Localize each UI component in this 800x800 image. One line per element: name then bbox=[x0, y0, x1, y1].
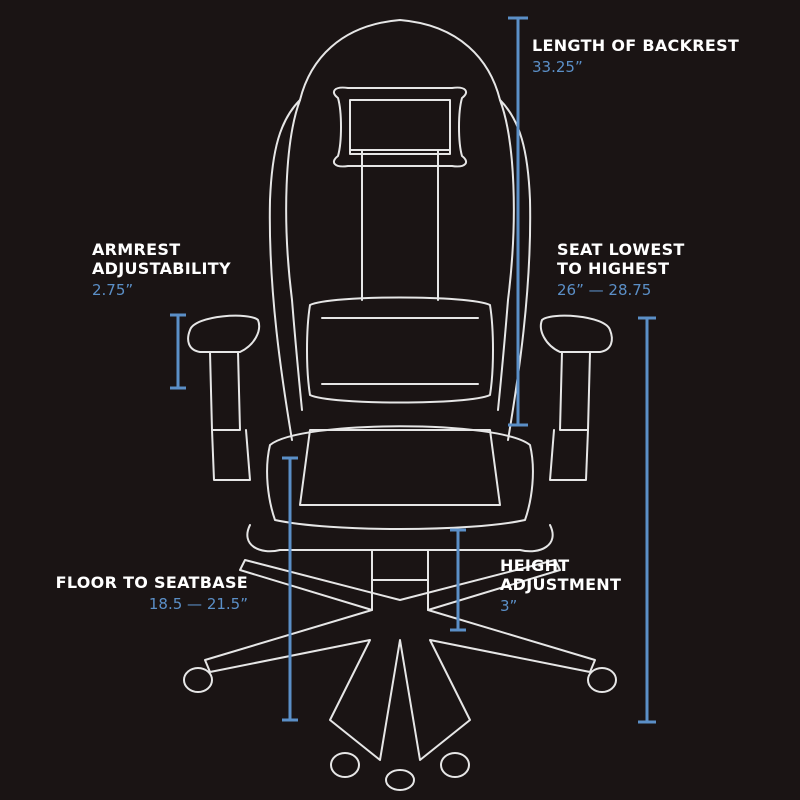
armrest-left-pad bbox=[187, 314, 260, 353]
height-adjustment-dimension-line bbox=[450, 528, 466, 632]
caster-right bbox=[587, 667, 617, 693]
backrest-title: LENGTH OF BACKREST bbox=[532, 36, 740, 55]
seat-range-value: 26” — 28.75 bbox=[557, 281, 652, 299]
gaming-chair-outline-icon bbox=[183, 19, 617, 791]
height-adjustment-value: 3” bbox=[500, 597, 518, 615]
wheelbase-star bbox=[204, 559, 596, 761]
height-adjustment-title-line2: ADJUSTMENT bbox=[500, 575, 622, 594]
armrest-title-line2: ADJUSTABILITY bbox=[92, 259, 231, 278]
armrest-right-pad bbox=[540, 314, 613, 353]
armrest-value: 2.75” bbox=[92, 281, 134, 299]
floor-to-seatbase-title: FLOOR TO SEATBASE bbox=[55, 573, 248, 592]
seat-range-title-line1: SEAT LOWEST bbox=[557, 240, 685, 259]
backrest-left-seam bbox=[285, 99, 303, 411]
headrest-pillow bbox=[332, 86, 468, 168]
seat-range-dimension-line bbox=[638, 316, 656, 724]
floor-to-seatbase-value: 18.5 — 21.5” bbox=[148, 595, 248, 613]
caster-front-right bbox=[440, 752, 470, 778]
backrest-shell bbox=[268, 19, 532, 441]
armrest-title-line1: ARMREST bbox=[92, 240, 181, 259]
gas-cylinder bbox=[371, 549, 429, 611]
caster-back bbox=[385, 769, 415, 791]
armrest-left-post bbox=[209, 351, 251, 481]
backrest-dimension-line bbox=[508, 16, 528, 427]
floor-to-seatbase-dimension-line bbox=[282, 456, 298, 722]
dimension-lines bbox=[170, 16, 656, 724]
backrest-center-panel bbox=[349, 149, 451, 301]
headrest-inner bbox=[349, 99, 451, 155]
height-adjustment-title-line1: HEIGHT bbox=[500, 556, 570, 575]
caster-left bbox=[183, 667, 213, 693]
backrest-value: 33.25” bbox=[532, 58, 583, 76]
lumbar-pillow bbox=[306, 296, 494, 404]
caster-front-left bbox=[330, 752, 360, 778]
seat-mechanism bbox=[246, 524, 554, 553]
seat-inner bbox=[299, 429, 501, 506]
seat-cushion bbox=[266, 425, 534, 530]
backrest-right-seam bbox=[497, 99, 515, 411]
armrest-dimension-line bbox=[170, 313, 186, 390]
seat-range-title-line2: TO HIGHEST bbox=[557, 259, 670, 278]
lumbar-inner bbox=[321, 317, 479, 385]
armrest-right-post bbox=[549, 351, 591, 481]
